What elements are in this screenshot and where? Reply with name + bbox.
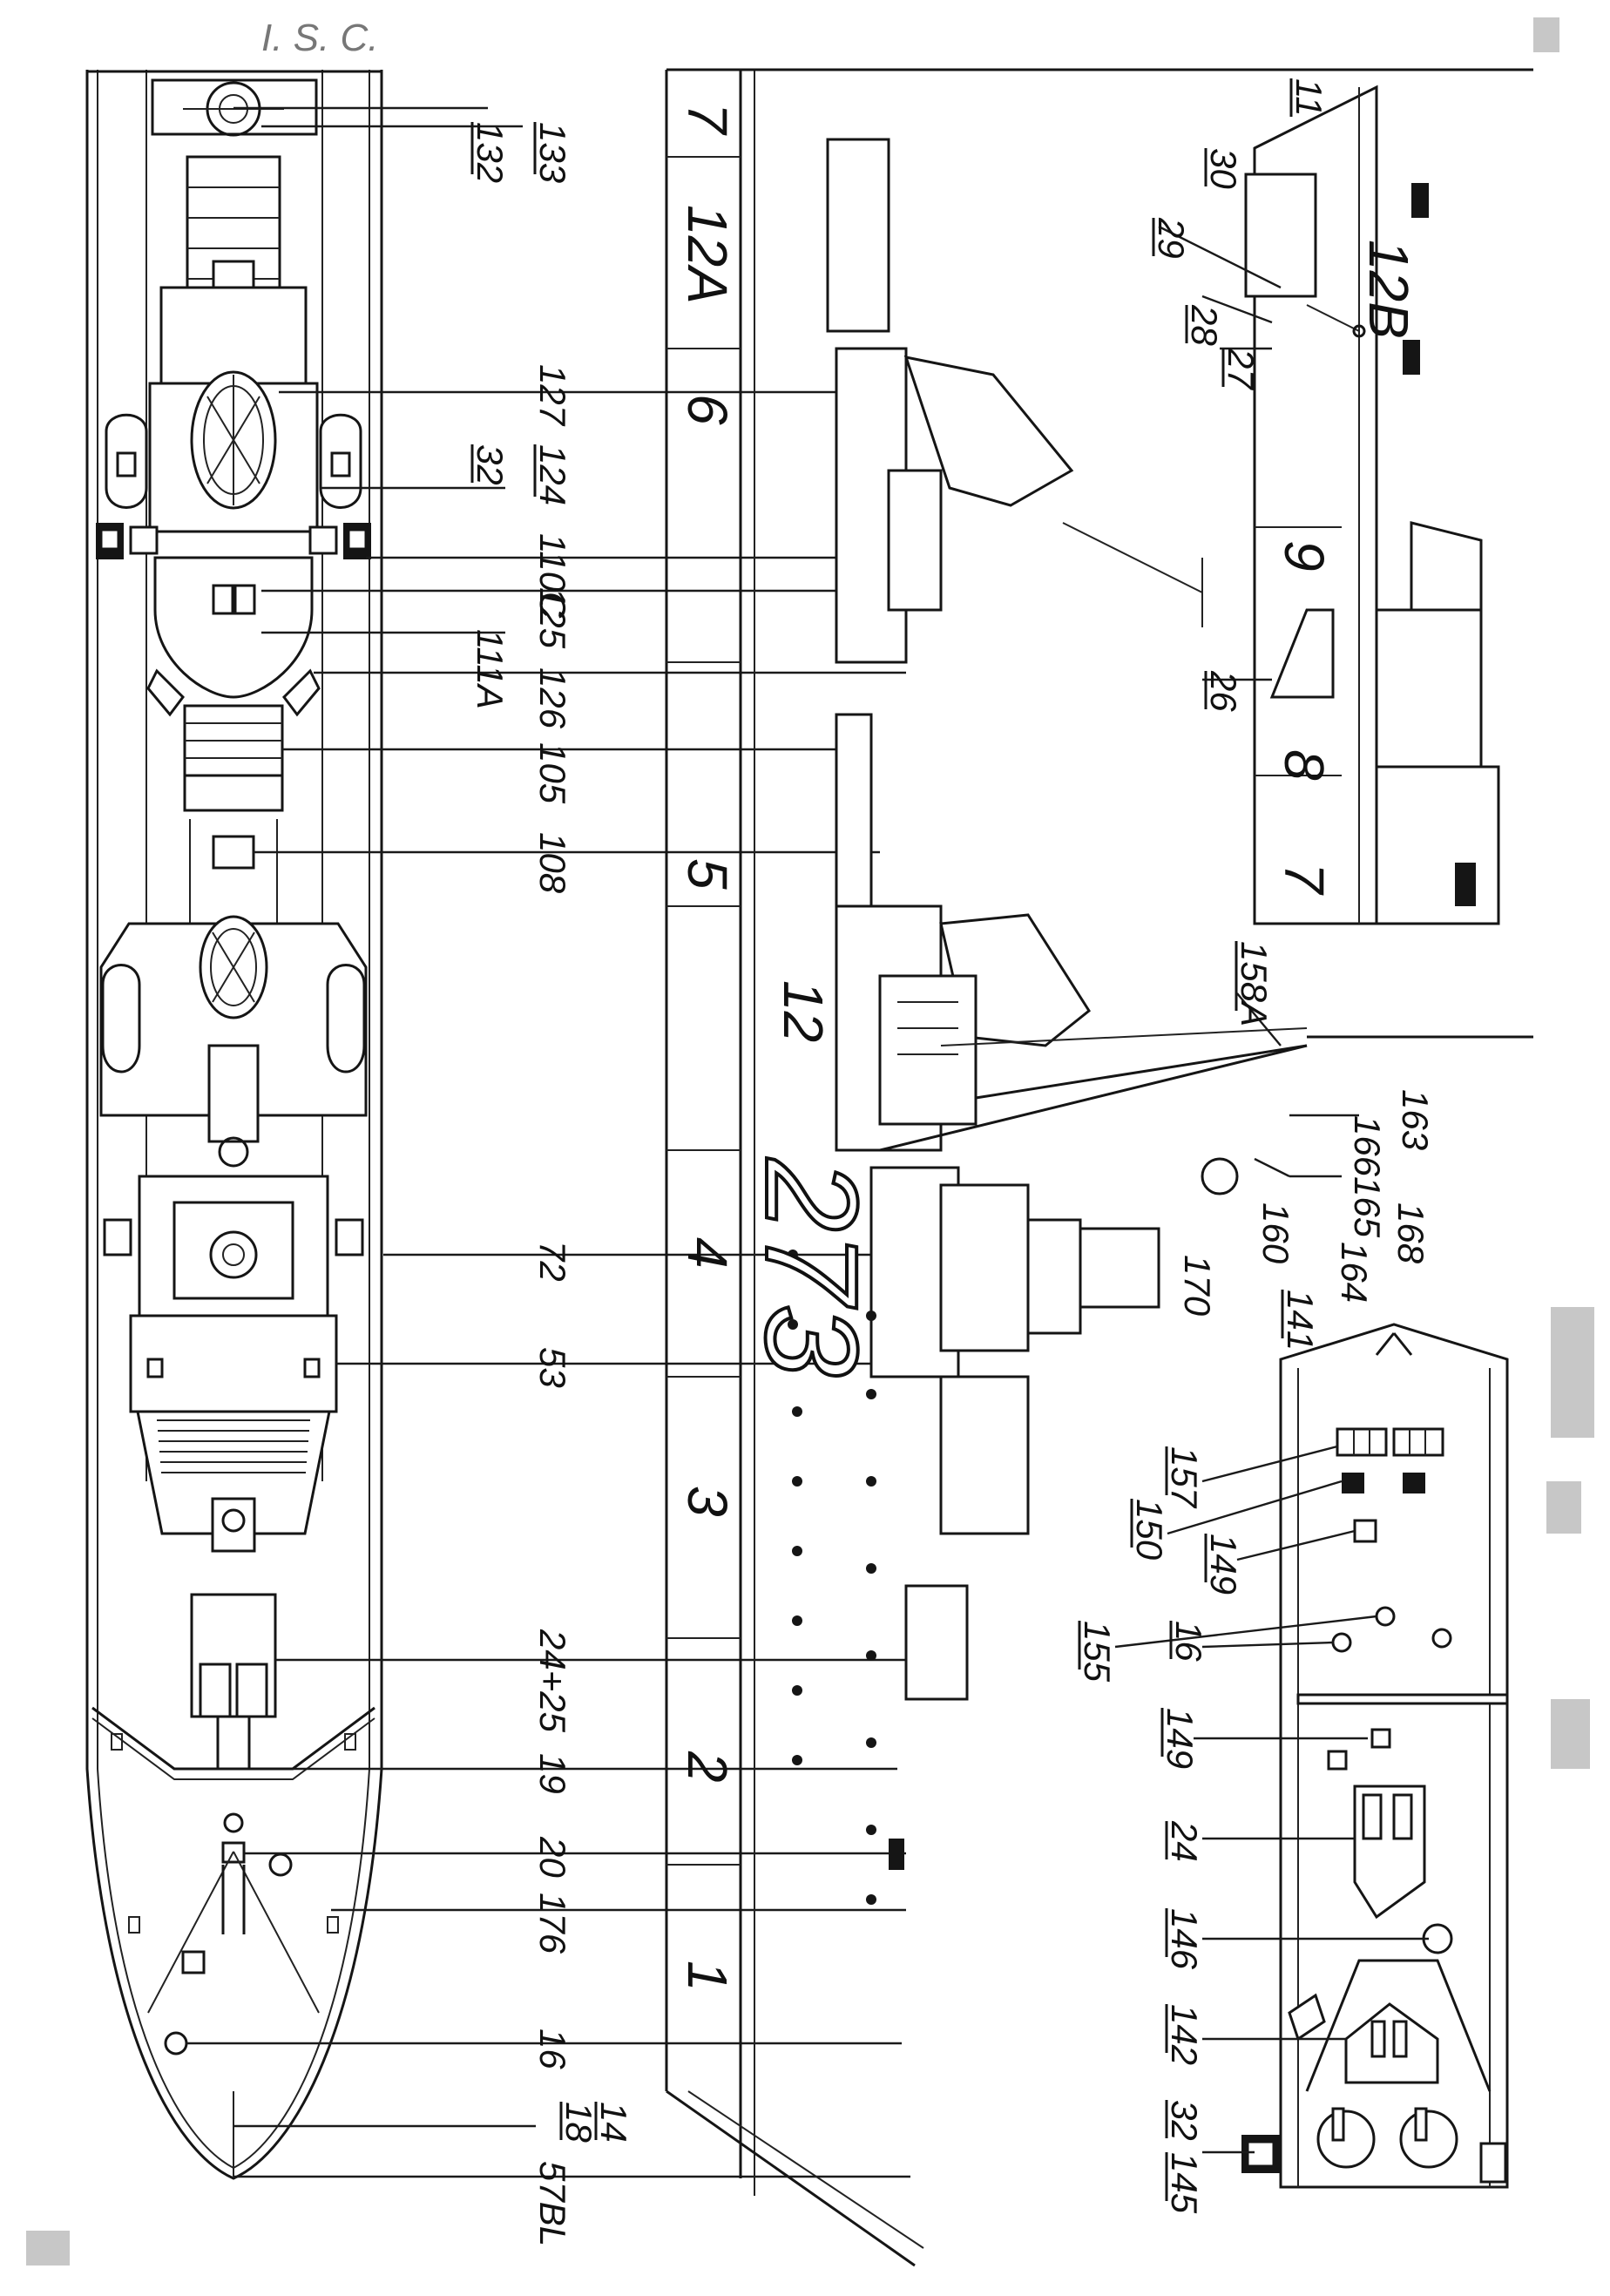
callout-158a: 158A [1234, 941, 1275, 1026]
stern-callouts: 11 30 29 28 27 26 [1151, 78, 1329, 712]
section-label-7: 7 [676, 103, 739, 136]
callout-27: 27 [1221, 348, 1262, 390]
section-label-12: 12 [772, 980, 835, 1042]
stern-label-12b: 12B [1357, 240, 1420, 339]
callout-28: 28 [1184, 304, 1225, 346]
section-label-1: 1 [676, 1961, 739, 1992]
callout-160: 160 [1255, 1202, 1296, 1264]
stern-label-7: 7 [1273, 863, 1336, 896]
callout-166: 166 [1347, 1115, 1388, 1177]
callout-19: 19 [532, 1753, 573, 1794]
callout-57bl: 57BL [532, 2161, 573, 2246]
handwritten-note: I. S. C. [261, 17, 378, 59]
callout-29: 29 [1151, 217, 1192, 259]
callout-72: 72 [532, 1241, 573, 1282]
callout-11: 11 [1289, 78, 1329, 117]
callout-176: 176 [532, 1893, 573, 1954]
scan-noise [26, 17, 1594, 2266]
callout-126: 126 [532, 667, 573, 729]
callout-141: 141 [1280, 1290, 1321, 1351]
callout-142: 142 [1164, 2004, 1205, 2065]
callout-18: 18 [558, 2102, 599, 2143]
callout-14: 14 [593, 2102, 634, 2143]
bow-detail [1241, 1323, 1509, 2189]
callout-20: 20 [532, 1836, 573, 1878]
callout-170: 170 [1177, 1255, 1218, 1317]
section-label-12a: 12A [676, 205, 739, 304]
callout-163: 163 [1395, 1089, 1436, 1150]
callout-149-a: 149 [1203, 1534, 1244, 1595]
section-label-3: 3 [676, 1486, 739, 1517]
callout-132: 132 [470, 122, 511, 183]
stern-detail [1244, 85, 1500, 925]
stern-label-8: 8 [1273, 749, 1336, 781]
callout-150: 150 [1129, 1499, 1170, 1561]
callout-30: 30 [1203, 148, 1244, 189]
callout-16-bow: 16 [1168, 1621, 1209, 1662]
profile-callouts: 158A 163 166 165 168 164 160 170 [1177, 941, 1436, 1317]
stern-section-labels: 12B 9 8 7 [1273, 240, 1420, 896]
callout-24-bow: 24 [1164, 1820, 1205, 1862]
plan-view-leaders [186, 106, 932, 2178]
callout-16: 16 [532, 2028, 573, 2069]
callout-32-bow: 32 [1164, 2100, 1205, 2141]
callout-164: 164 [1334, 1242, 1375, 1303]
callout-124: 124 [532, 444, 573, 505]
section-label-4: 4 [676, 1237, 739, 1269]
plan-view-callouts: 132 133 127 32 124 110C 125 111A 126 105… [470, 122, 634, 2246]
callout-111a: 111A [470, 629, 511, 709]
profile-section-labels: 7 12A 6 5 12 4 3 2 1 [676, 103, 835, 1992]
section-label-2: 2 [676, 1751, 739, 1783]
hull-number: 273 [739, 1158, 885, 1377]
callout-165: 165 [1347, 1176, 1388, 1238]
callout-110c: 110C [532, 533, 573, 619]
callout-145: 145 [1164, 2152, 1205, 2214]
callout-155: 155 [1077, 1621, 1118, 1683]
callout-133: 133 [532, 122, 573, 183]
stern-label-9: 9 [1273, 540, 1336, 572]
section-label-5: 5 [676, 858, 739, 890]
callout-168: 168 [1390, 1202, 1431, 1264]
callout-127: 127 [532, 364, 573, 427]
section-label-6: 6 [676, 394, 739, 425]
callout-149-b: 149 [1160, 1708, 1201, 1769]
bow-callouts: 141 157 150 149 155 16 149 24 146 142 32… [1077, 1290, 1429, 2214]
callout-26: 26 [1203, 670, 1244, 712]
plan-view [85, 70, 383, 2180]
callout-53: 53 [532, 1347, 573, 1388]
callout-32: 32 [470, 444, 511, 485]
callout-24-25: 24+25 [532, 1629, 573, 1733]
callout-125: 125 [532, 587, 573, 649]
callout-157: 157 [1164, 1446, 1205, 1509]
profile-view [665, 68, 1533, 2267]
callout-108: 108 [532, 832, 573, 894]
callout-105: 105 [532, 742, 573, 804]
callout-146: 146 [1164, 1908, 1205, 1970]
